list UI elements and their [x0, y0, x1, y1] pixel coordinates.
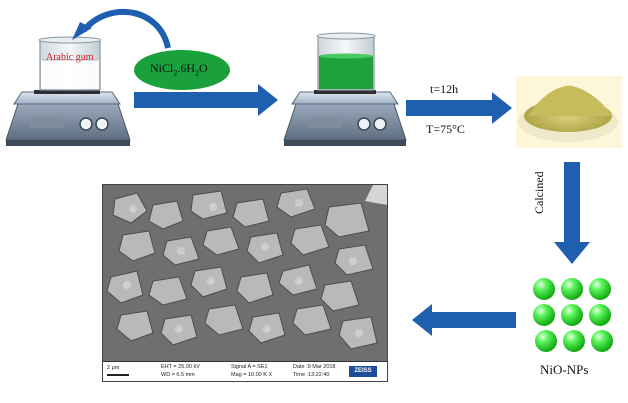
nanoparticle-sphere-icon [589, 304, 611, 326]
temperature-label: T=75°C [426, 122, 465, 136]
nanoparticle-sphere-icon [591, 330, 613, 352]
sem-signal: Signal A = SE1 [231, 364, 268, 370]
nanoparticle-sphere-icon [535, 330, 557, 352]
nanoparticle-sphere-icon [563, 330, 585, 352]
sem-time: Time :13:22:40 [293, 372, 330, 378]
arabic-gum-label: Arabic gum [46, 52, 94, 63]
nicl2-ellipse [134, 50, 230, 90]
nicl2-label: NiCl2.6H2O [150, 61, 208, 78]
sem-eht: EHT = 25.00 kV [161, 364, 200, 370]
sem-mag: Mag = 10.00 K X [231, 372, 273, 378]
arrow-left-icon [412, 304, 516, 336]
sem-info-bar: 2 μm EHT = 25.00 kV WD = 6.5 mm Signal A… [103, 361, 387, 381]
sem-date: Date :9 Mar 2018 [293, 364, 336, 370]
nanoparticle-sphere-icon [561, 304, 583, 326]
zeiss-logo: ZEISS [349, 366, 377, 377]
nanoparticle-grid [533, 278, 613, 352]
knob-icon [373, 117, 387, 131]
arrow-right-icon [134, 84, 278, 116]
time-label: t=12h [430, 82, 459, 96]
sem-image [103, 185, 387, 361]
scale-bar [107, 374, 129, 376]
nanoparticle-sphere-icon [533, 278, 555, 300]
sem-scale-label: 2 μm [107, 365, 120, 371]
curved-return-arrow-icon [72, 8, 171, 49]
beaker-green-solution [316, 32, 376, 91]
sem-wd: WD = 6.5 mm [161, 372, 195, 378]
hot-plate-left [5, 90, 131, 146]
nanoparticle-sphere-icon [561, 278, 583, 300]
hot-plate-middle [283, 90, 407, 146]
arrow-down-icon [554, 162, 590, 264]
nanoparticle-sphere-icon [533, 304, 555, 326]
beaker-arabic-gum [38, 36, 102, 91]
powder-dish-icon [516, 76, 622, 148]
knob-icon [95, 117, 109, 131]
nio-nps-label: NiO-NPs [540, 362, 589, 377]
nanoparticle-sphere-icon [589, 278, 611, 300]
sem-micrograph: 2 μm EHT = 25.00 kV WD = 6.5 mm Signal A… [102, 184, 388, 382]
knob-icon [357, 117, 371, 131]
calcined-label: Calcined [532, 171, 546, 214]
knob-icon [79, 117, 93, 131]
arrow-right-icon [406, 92, 512, 124]
